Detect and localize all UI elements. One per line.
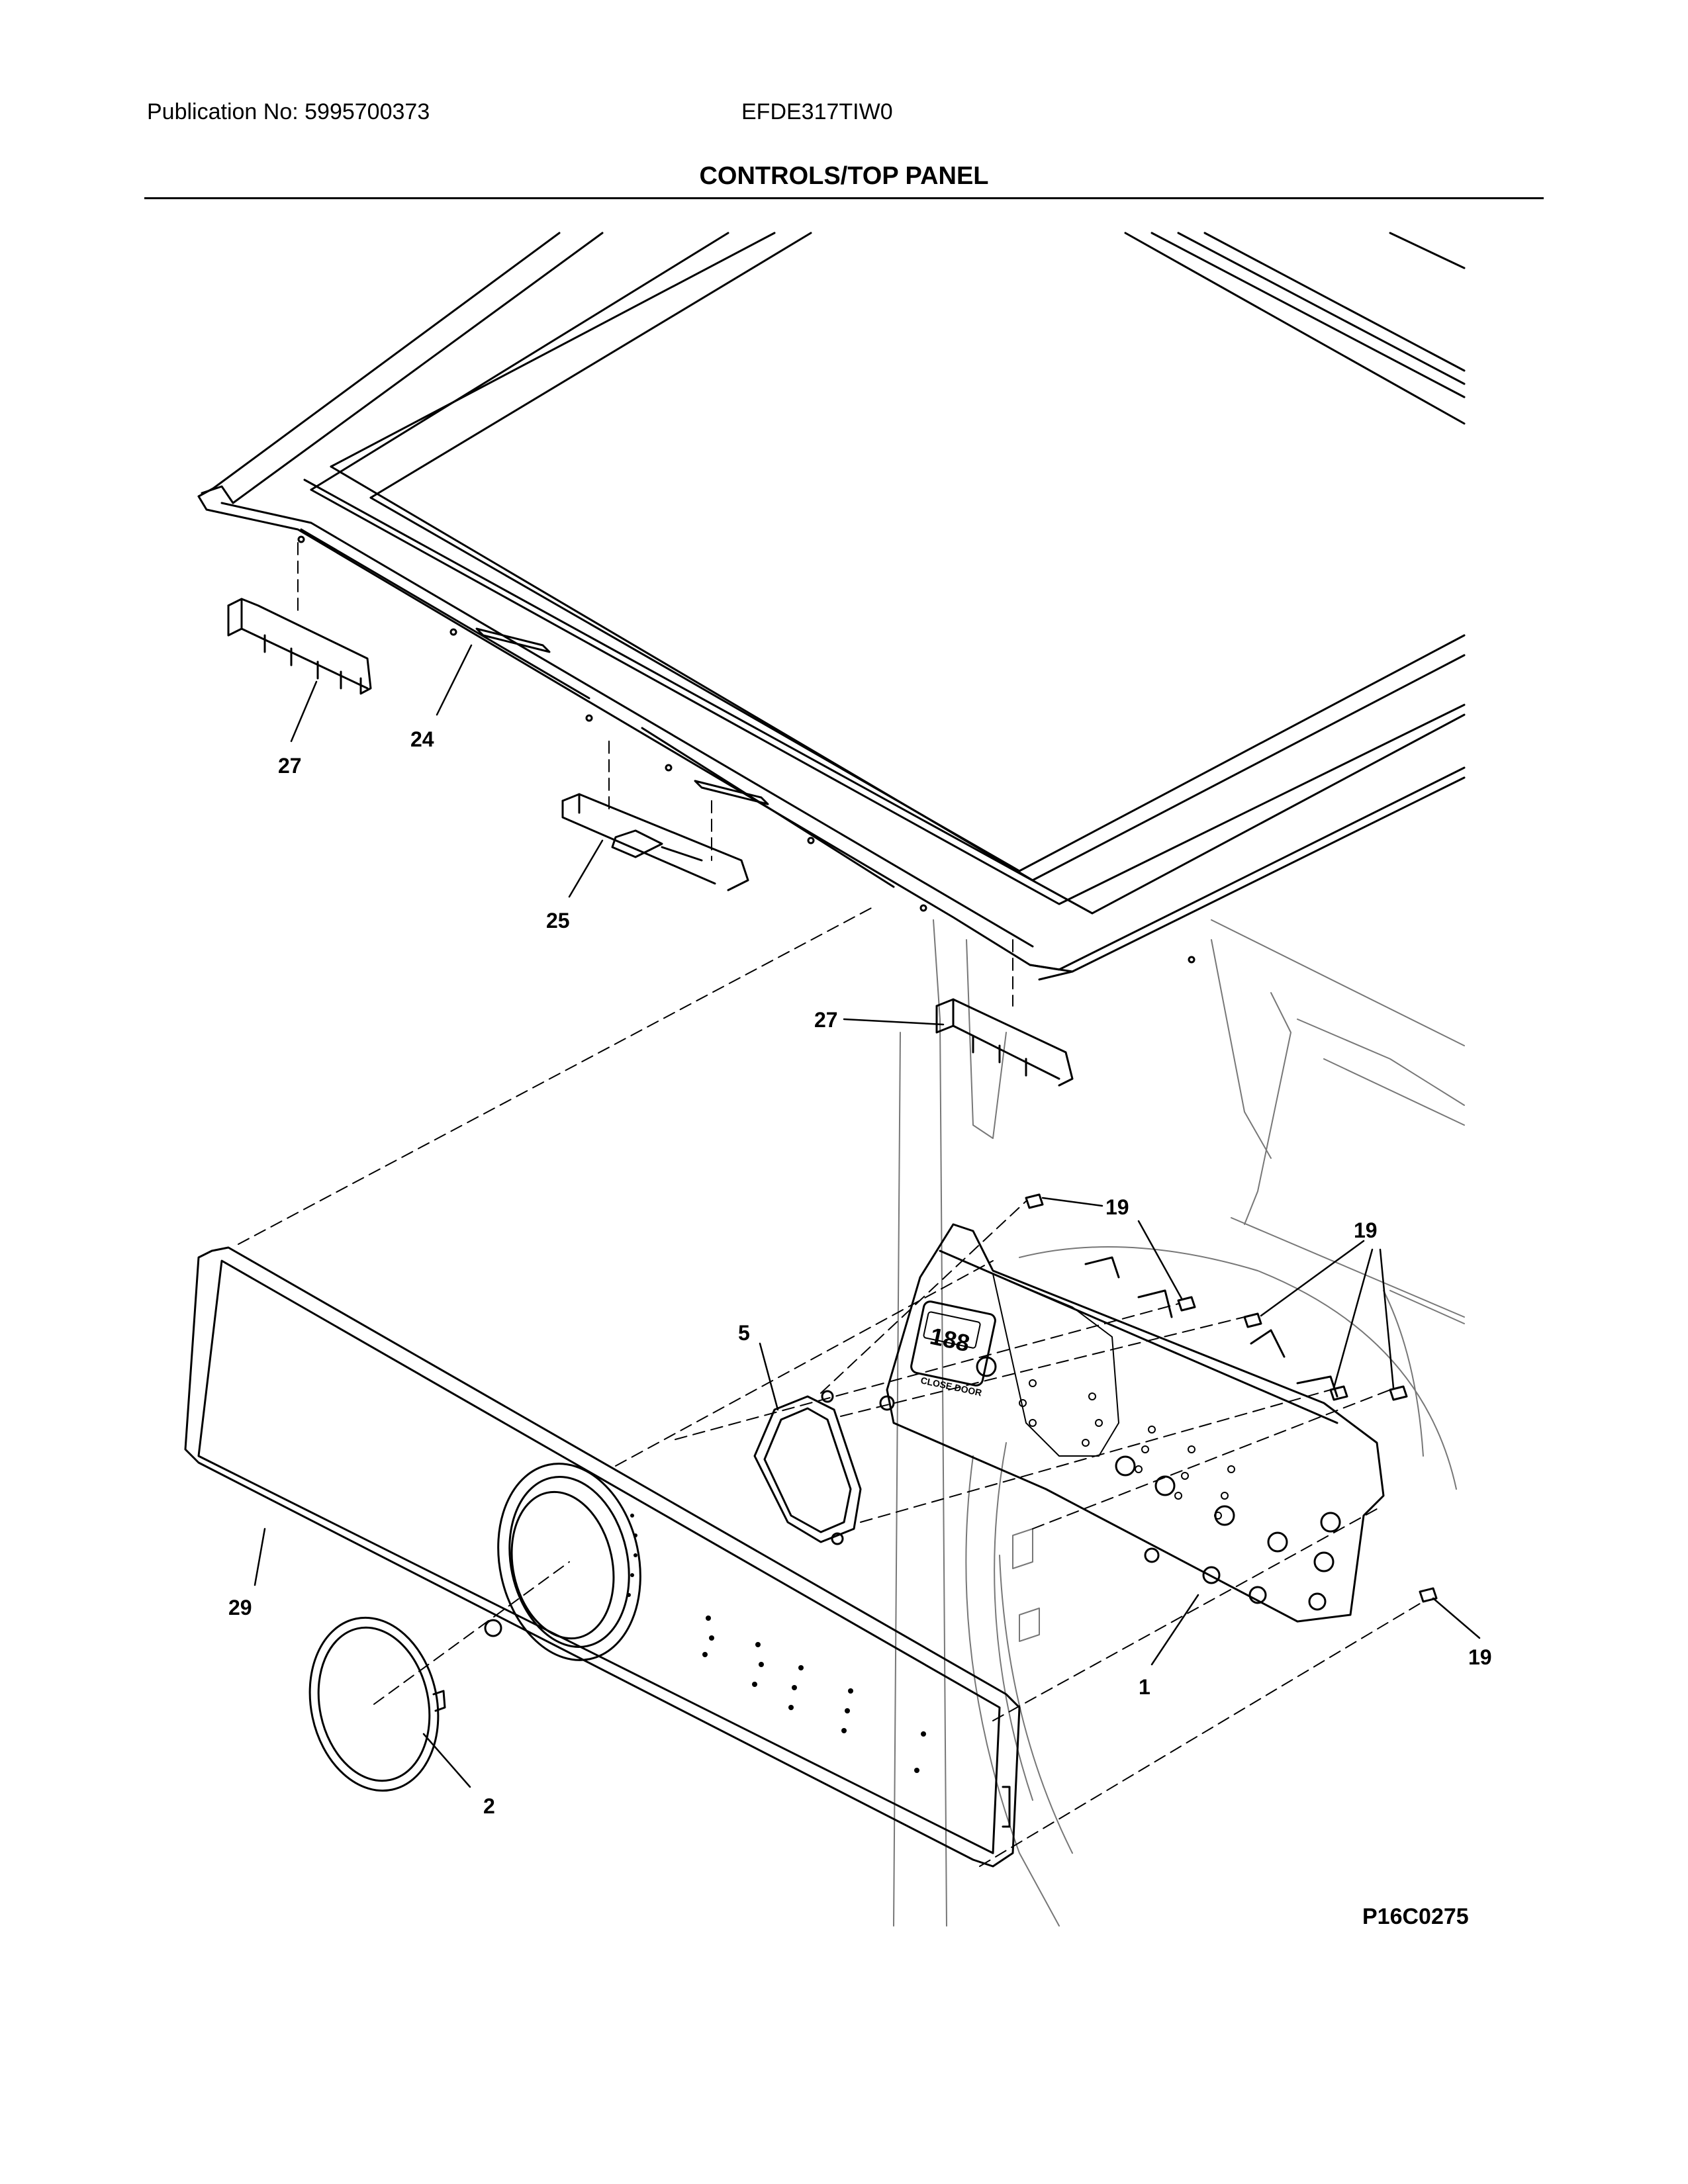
callout-1: 1 [1139,1675,1150,1699]
leader-lines [254,644,1481,1788]
bezel-5 [753,1390,862,1545]
control-board: 188 CLOSE DOOR [879,1223,1385,1623]
callout-24: 24 [410,727,434,751]
callout-27-left: 27 [278,754,302,778]
cabinet-outline [893,919,1465,1927]
top-panel [197,232,1466,981]
title-divider [144,197,1544,199]
callout-labels: 27 24 25 27 19 19 19 5 29 1 2 [228,727,1492,1818]
console-29 [184,1246,1021,1868]
bracket-27-left [227,598,372,695]
callout-27-right: 27 [814,1008,838,1032]
bracket-25 [561,793,749,891]
screws-19 [1025,1193,1438,1603]
callout-5: 5 [738,1321,750,1345]
publication-number: Publication No: 5995700373 [147,99,430,124]
bracket-27-right [935,998,1074,1087]
knob-ring-2 [308,1616,446,1792]
page-title: CONTROLS/TOP PANEL [699,162,989,190]
alignment-lines [238,542,1424,1867]
callout-2: 2 [483,1794,495,1818]
display-digits: 188 [927,1322,972,1357]
callout-25: 25 [546,909,570,933]
callout-19-right: 19 [1354,1218,1378,1242]
diagram-code: P16C0275 [1362,1904,1469,1929]
callout-19-bottom: 19 [1468,1645,1492,1669]
model-number: EFDE317TIW0 [741,99,893,124]
callout-29: 29 [228,1596,252,1619]
callout-19-top: 19 [1105,1195,1129,1219]
close-door-label: CLOSE DOOR [919,1375,982,1398]
